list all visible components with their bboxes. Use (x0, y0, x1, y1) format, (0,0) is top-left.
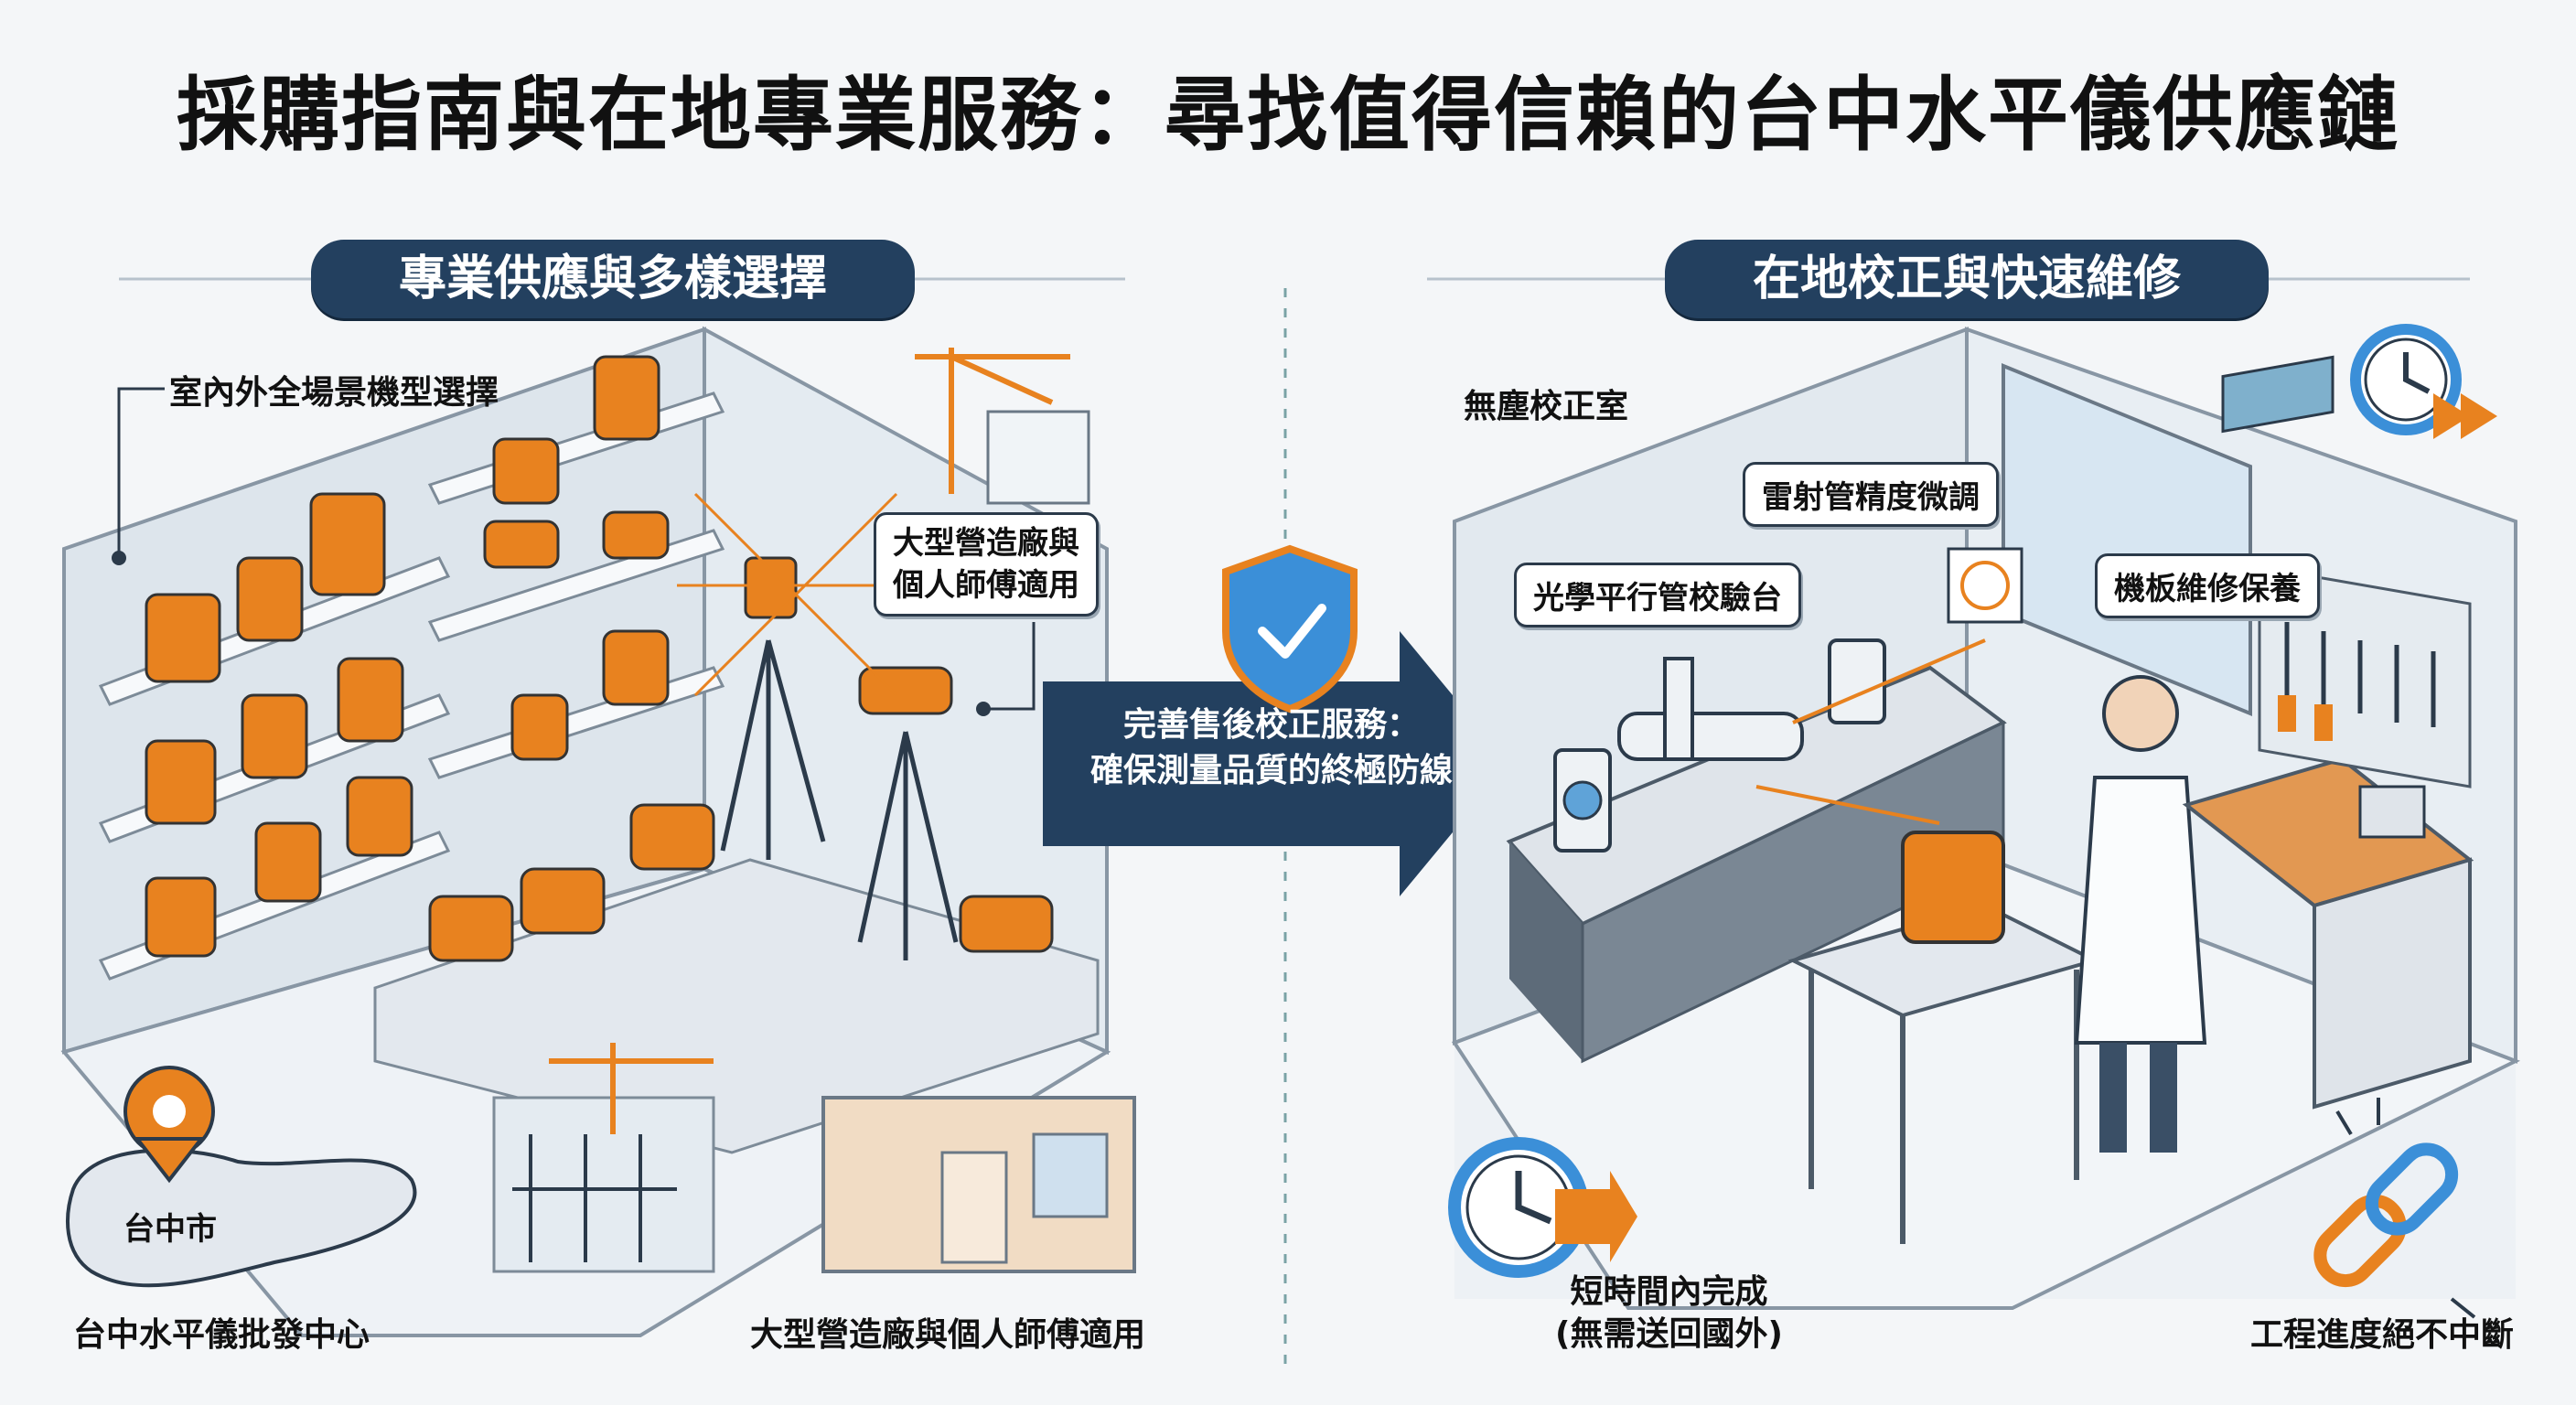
left-section-heading: 專業供應與多樣選擇 (311, 240, 915, 318)
map-city-label: 台中市 (123, 1211, 217, 1248)
page-title: 採購指南與在地專業服務：尋找值得信賴的台中水平儀供應鏈 (176, 68, 2399, 162)
callout-laser: 雷射管精度微調 (1743, 462, 1999, 527)
clock-icon-bottom (1448, 1137, 1637, 1278)
label-room: 無塵校正室 (1464, 388, 1629, 425)
clock-icon-top (2350, 324, 2497, 439)
chain-link-icon (2313, 1142, 2459, 1288)
label-models: 室內外全場景機型選擇 (169, 374, 499, 412)
label-center: 台中水平儀批發中心 (73, 1316, 370, 1354)
label-progress: 工程進度絕不中斷 (2250, 1316, 2515, 1354)
callout-users: 大型營造廠與 個人師傅適用 (874, 512, 1099, 617)
left-room (60, 326, 1136, 1337)
right-section-heading: 在地校正與快速維修 (1665, 240, 2269, 318)
label-fast: 短時間內完成 (無需送回國外) (1555, 1273, 1783, 1353)
callout-optical: 光學平行管校驗台 (1514, 563, 1801, 627)
center-banner-text: 完善售後校正服務： 確保測量品質的終極防線 (1089, 706, 1453, 789)
label-bottom: 大型營造廠與個人師傅適用 (750, 1316, 1146, 1354)
callout-board: 機板維修保養 (2095, 553, 2320, 618)
